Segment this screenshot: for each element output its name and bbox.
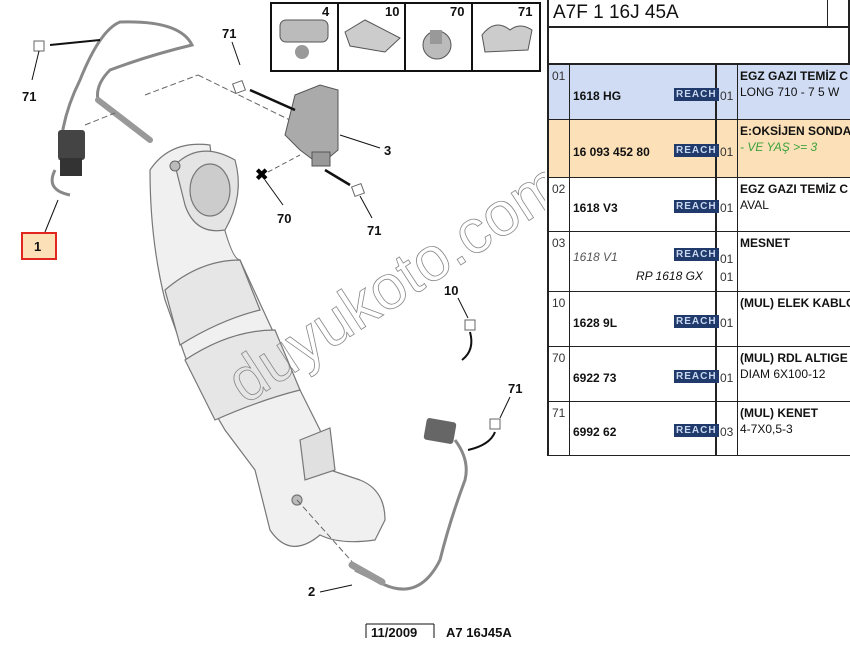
- item-number: [549, 120, 570, 177]
- callout-2[interactable]: 2: [308, 584, 353, 599]
- svg-text:70: 70: [450, 4, 464, 19]
- svg-text:10: 10: [385, 4, 399, 19]
- svg-text:10: 10: [444, 283, 458, 298]
- thumbnail-71[interactable]: 71: [481, 4, 533, 53]
- part-reference[interactable]: 6992 62: [573, 425, 617, 439]
- reach-badge: REACH: [674, 248, 719, 261]
- svg-text:1: 1: [34, 239, 41, 254]
- description-detail: DIAM 6X100-12: [740, 367, 826, 381]
- svg-text:3: 3: [384, 143, 391, 158]
- part-reference[interactable]: 1618 V1: [573, 250, 618, 264]
- callout-70[interactable]: ✖ 70: [255, 154, 301, 226]
- thumbnail-strip: 4 10 70 71: [270, 2, 541, 72]
- table-row[interactable]: 03 1618 V1 REACH RP 1618 GX 01 01 MESNET: [549, 232, 850, 292]
- quantity: 01: [720, 270, 734, 284]
- description: (MUL) ELEK KABLO: [740, 296, 850, 310]
- table-row[interactable]: 10 1628 9L REACH 01 (MUL) ELEK KABLO: [549, 292, 850, 347]
- table-row[interactable]: 16 093 452 80 REACH 01 E:OKSİJEN SONDA -…: [549, 120, 850, 178]
- quantity: 01: [720, 315, 734, 330]
- svg-text:70: 70: [277, 211, 291, 226]
- reach-badge: REACH: [674, 369, 719, 383]
- description: MESNET: [740, 236, 791, 250]
- item-number: 01: [549, 65, 570, 119]
- reach-badge: REACH: [674, 200, 719, 213]
- svg-text:11/2009: 11/2009: [371, 625, 417, 640]
- catalytic-converter: [149, 143, 386, 547]
- description: E:OKSİJEN SONDA: [740, 124, 850, 138]
- svg-text:71: 71: [222, 26, 236, 41]
- description: (MUL) KENET: [740, 406, 818, 420]
- table-row[interactable]: 71 6992 62 REACH 03 (MUL) KENET 4-7X0,5-…: [549, 402, 850, 456]
- reach-badge: REACH: [674, 314, 719, 328]
- quantity: 01: [720, 145, 734, 159]
- callout-71-top-left[interactable]: 71: [22, 39, 101, 104]
- part-reference[interactable]: 1618 HG: [573, 88, 622, 103]
- svg-text:71: 71: [22, 89, 36, 104]
- quantity: 01: [720, 201, 734, 215]
- description-detail: - VE YAŞ >= 3: [740, 140, 818, 154]
- svg-text:✖: ✖: [255, 167, 268, 184]
- description: EGZ GAZI TEMİZ C: [740, 182, 848, 196]
- part-reference[interactable]: 6922 73: [573, 370, 617, 385]
- item-number: 10: [549, 292, 570, 346]
- svg-text:4: 4: [322, 4, 330, 19]
- replacement-reference[interactable]: RP 1618 GX: [636, 269, 703, 283]
- svg-text:2: 2: [308, 584, 315, 599]
- reach-badge: REACH: [674, 144, 719, 157]
- item-number: 70: [549, 347, 570, 401]
- description: (MUL) RDL ALTIGE: [740, 351, 848, 365]
- callout-71-bottom[interactable]: 71: [467, 381, 522, 451]
- item-number: 03: [549, 232, 570, 291]
- svg-text:A7 16J45A: A7 16J45A: [446, 625, 512, 640]
- parts-diagram: 4 10 70 71 71 71 1 3 ✖ 70 71 10 71 2 duyu…: [21, 2, 545, 640]
- part-reference[interactable]: 1628 9L: [573, 315, 618, 330]
- reach-badge: REACH: [674, 424, 719, 437]
- table-header: A7F 1 16J 45A: [547, 0, 850, 28]
- description-detail: 4-7X0,5-3: [740, 422, 793, 436]
- catalog-code: A7F 1 16J 45A: [553, 2, 679, 23]
- svg-text:71: 71: [367, 223, 381, 238]
- thumbnail-10[interactable]: 10: [344, 4, 401, 53]
- part-reference[interactable]: 16 093 452 80: [573, 145, 650, 159]
- quantity: 01: [720, 370, 734, 385]
- table-row[interactable]: 02 1618 V3 REACH 01 EGZ GAZI TEMİZ C AVA…: [549, 178, 850, 232]
- callout-10[interactable]: 10: [444, 283, 476, 361]
- item-number: 71: [549, 402, 570, 455]
- table-row[interactable]: 01 1618 HG REACH 01 EGZ GAZI TEMİZ C LON…: [549, 65, 850, 120]
- diagram-footer: 11/2009 A7 16J45A: [365, 623, 512, 640]
- callout-71-top-middle[interactable]: 71: [222, 26, 296, 112]
- quantity: 01: [720, 88, 734, 103]
- quantity: 03: [720, 425, 734, 439]
- svg-text:71: 71: [508, 381, 522, 396]
- oxygen-sensor-connector: [58, 130, 85, 160]
- thumbnail-4[interactable]: 4: [279, 4, 330, 59]
- watermark: duyukoto.com: [215, 149, 545, 417]
- part-reference[interactable]: 1618 V3: [573, 201, 618, 215]
- table-row[interactable]: 70 6922 73 REACH 01 (MUL) RDL ALTIGE DIA…: [549, 347, 850, 402]
- callout-3[interactable]: 3: [339, 134, 391, 158]
- callout-71-right[interactable]: 71: [324, 168, 381, 238]
- callout-1-selected[interactable]: 1: [21, 199, 59, 260]
- description-detail: AVAL: [740, 198, 769, 212]
- item-number: 02: [549, 178, 570, 231]
- parts-table: A7F 1 16J 45A 01 1618 HG REACH 01 EGZ GA…: [545, 0, 850, 648]
- reach-badge: REACH: [674, 87, 719, 101]
- quantity: 01: [720, 252, 734, 266]
- description: EGZ GAZI TEMİZ C: [740, 69, 848, 83]
- svg-text:71: 71: [518, 4, 532, 19]
- description-detail: LONG 710 - 7 5 W: [740, 85, 840, 99]
- thumbnail-70[interactable]: 70: [422, 4, 464, 60]
